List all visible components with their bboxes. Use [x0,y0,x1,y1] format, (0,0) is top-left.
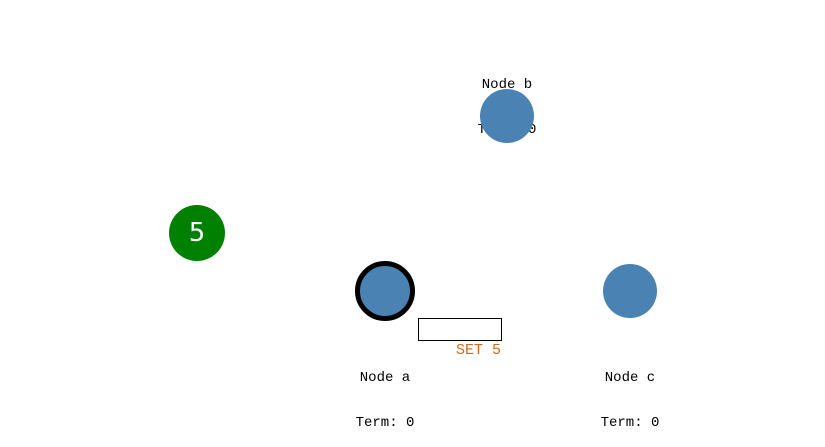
node-a-circle[interactable] [355,261,415,321]
node-c-name: Node c [604,370,656,386]
node-b-circle[interactable] [480,89,534,143]
node-b-name: Node b [481,77,533,93]
command-text: SET 5 [456,342,502,359]
command-box: SET 5 [418,318,502,359]
node-a-term: Term: 0 [355,415,415,431]
node-a-label: Node a Term: 0 [305,341,465,447]
node-c-label: Node c Term: 0 [550,341,710,447]
node-a-name: Node a [359,370,411,386]
client-message-value: 5 [188,218,206,248]
client-message-ball: 5 [169,205,225,261]
node-c-circle[interactable] [603,264,657,318]
node-c-term: Term: 0 [600,415,660,431]
